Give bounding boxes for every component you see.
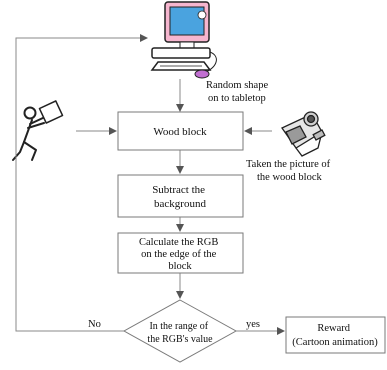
reward-step: Reward (Cartoon animation)	[285, 316, 386, 354]
branch-no-label: No	[88, 319, 101, 330]
subtract-background-label: Subtract the background	[152, 184, 208, 210]
calculate-rgb-step: Calculate the RGB on the edge of the blo…	[117, 232, 244, 274]
subtract-background-step: Subtract the background	[117, 174, 244, 218]
video-camera-icon	[281, 111, 326, 157]
person-carrying-box-icon	[12, 100, 64, 161]
computer-icon	[150, 1, 217, 79]
random-shape-note: Random shape on to tabletop	[206, 80, 271, 104]
reward-label: Reward (Cartoon animation)	[292, 323, 378, 348]
wood-block-step: Wood block	[117, 111, 244, 151]
wood-block-label: Wood block	[153, 126, 207, 138]
rgb-range-decision: In the range of the RGB's value	[122, 299, 238, 363]
calculate-rgb-label: Calculate the RGB on the edge of the blo…	[139, 237, 221, 272]
branch-yes-label: yes	[246, 319, 260, 330]
decision-label: In the range of the RGB's value	[147, 321, 213, 345]
feedback-loop-line	[15, 34, 148, 332]
picture-note: Taken the picture of the wood block	[246, 159, 333, 183]
